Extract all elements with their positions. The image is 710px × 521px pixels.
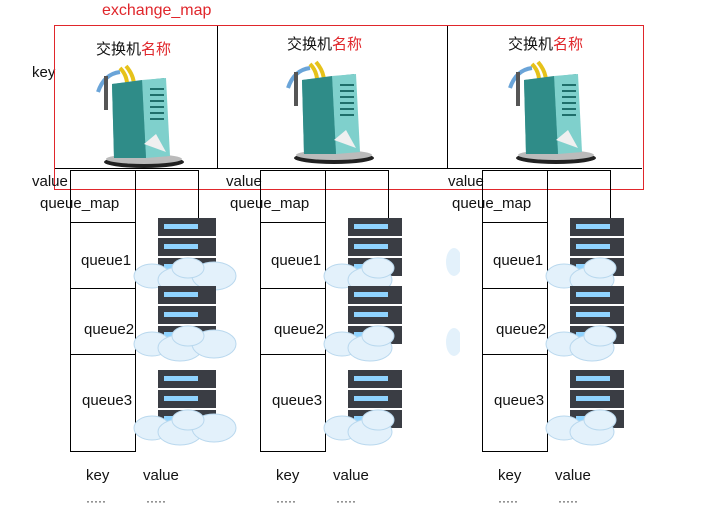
table-line	[70, 222, 136, 223]
cell-divider	[217, 26, 218, 169]
footer-key: key	[276, 467, 300, 484]
server-cloud-icon	[323, 286, 402, 362]
table-line	[482, 170, 611, 171]
footer-dots: ·····	[146, 494, 166, 508]
table-line	[610, 170, 611, 226]
server-cloud-icon	[133, 286, 237, 362]
table-line	[388, 170, 389, 226]
router-icon	[96, 64, 184, 168]
queue-label: queue1	[493, 252, 544, 269]
exchange-label: 交换机名称	[287, 36, 363, 53]
footer-dots: ·····	[276, 494, 296, 508]
table-line	[70, 354, 136, 355]
queue-map-label: queue_map	[230, 195, 310, 212]
queue-map-label: queue_map	[40, 195, 120, 212]
footer-key: key	[498, 467, 522, 484]
table-line	[260, 288, 326, 289]
server-cloud-icon	[323, 370, 402, 446]
table-line	[482, 288, 548, 289]
server-cloud-icon	[133, 218, 237, 294]
exchange-label: 交换机名称	[508, 36, 584, 53]
table-line	[482, 170, 483, 452]
footer-dots: ·····	[86, 494, 106, 508]
router-icon	[508, 60, 596, 164]
value-label: value	[448, 173, 484, 190]
footer-value: value	[143, 467, 179, 484]
table-line	[260, 222, 326, 223]
server-cloud-icon	[133, 370, 237, 446]
table-line	[135, 170, 136, 452]
table-line	[70, 170, 199, 171]
table-line	[198, 170, 199, 226]
queue-label: queue3	[82, 392, 133, 409]
footer-key: key	[86, 467, 110, 484]
key-label: key	[32, 64, 56, 81]
server-cloud-icon	[545, 370, 624, 446]
table-line	[70, 451, 136, 452]
exchange-label: 交换机名称	[96, 41, 172, 58]
table-line	[482, 354, 548, 355]
footer-value: value	[333, 467, 369, 484]
router-icon	[286, 60, 374, 164]
queue-label: queue1	[81, 252, 132, 269]
queue-label: queue3	[494, 392, 545, 409]
footer-value: value	[555, 467, 591, 484]
value-label: value	[32, 173, 68, 190]
table-line	[260, 170, 261, 452]
exchange-map-frame	[54, 25, 644, 190]
table-line	[547, 170, 548, 452]
diagram-title: exchange_map	[102, 2, 212, 19]
table-line	[482, 222, 548, 223]
server-cloud-icon	[545, 286, 624, 362]
table-line	[70, 288, 136, 289]
footer-dots: ·····	[558, 494, 578, 508]
cell-divider	[55, 168, 642, 169]
queue-map-label: queue_map	[452, 195, 532, 212]
table-line	[260, 451, 326, 452]
table-line	[70, 170, 71, 452]
table-line	[260, 170, 389, 171]
queue-label: queue2	[84, 321, 135, 338]
queue-label: queue2	[496, 321, 547, 338]
table-line	[325, 170, 326, 452]
queue-label: queue3	[272, 392, 323, 409]
queue-label: queue1	[271, 252, 322, 269]
cell-divider	[447, 26, 448, 169]
table-line	[482, 451, 548, 452]
footer-dots: ·····	[498, 494, 518, 508]
table-line	[260, 354, 326, 355]
value-label: value	[226, 173, 262, 190]
queue-label: queue2	[274, 321, 325, 338]
cloud-fragment-icon	[446, 248, 460, 356]
footer-dots: ·····	[336, 494, 356, 508]
